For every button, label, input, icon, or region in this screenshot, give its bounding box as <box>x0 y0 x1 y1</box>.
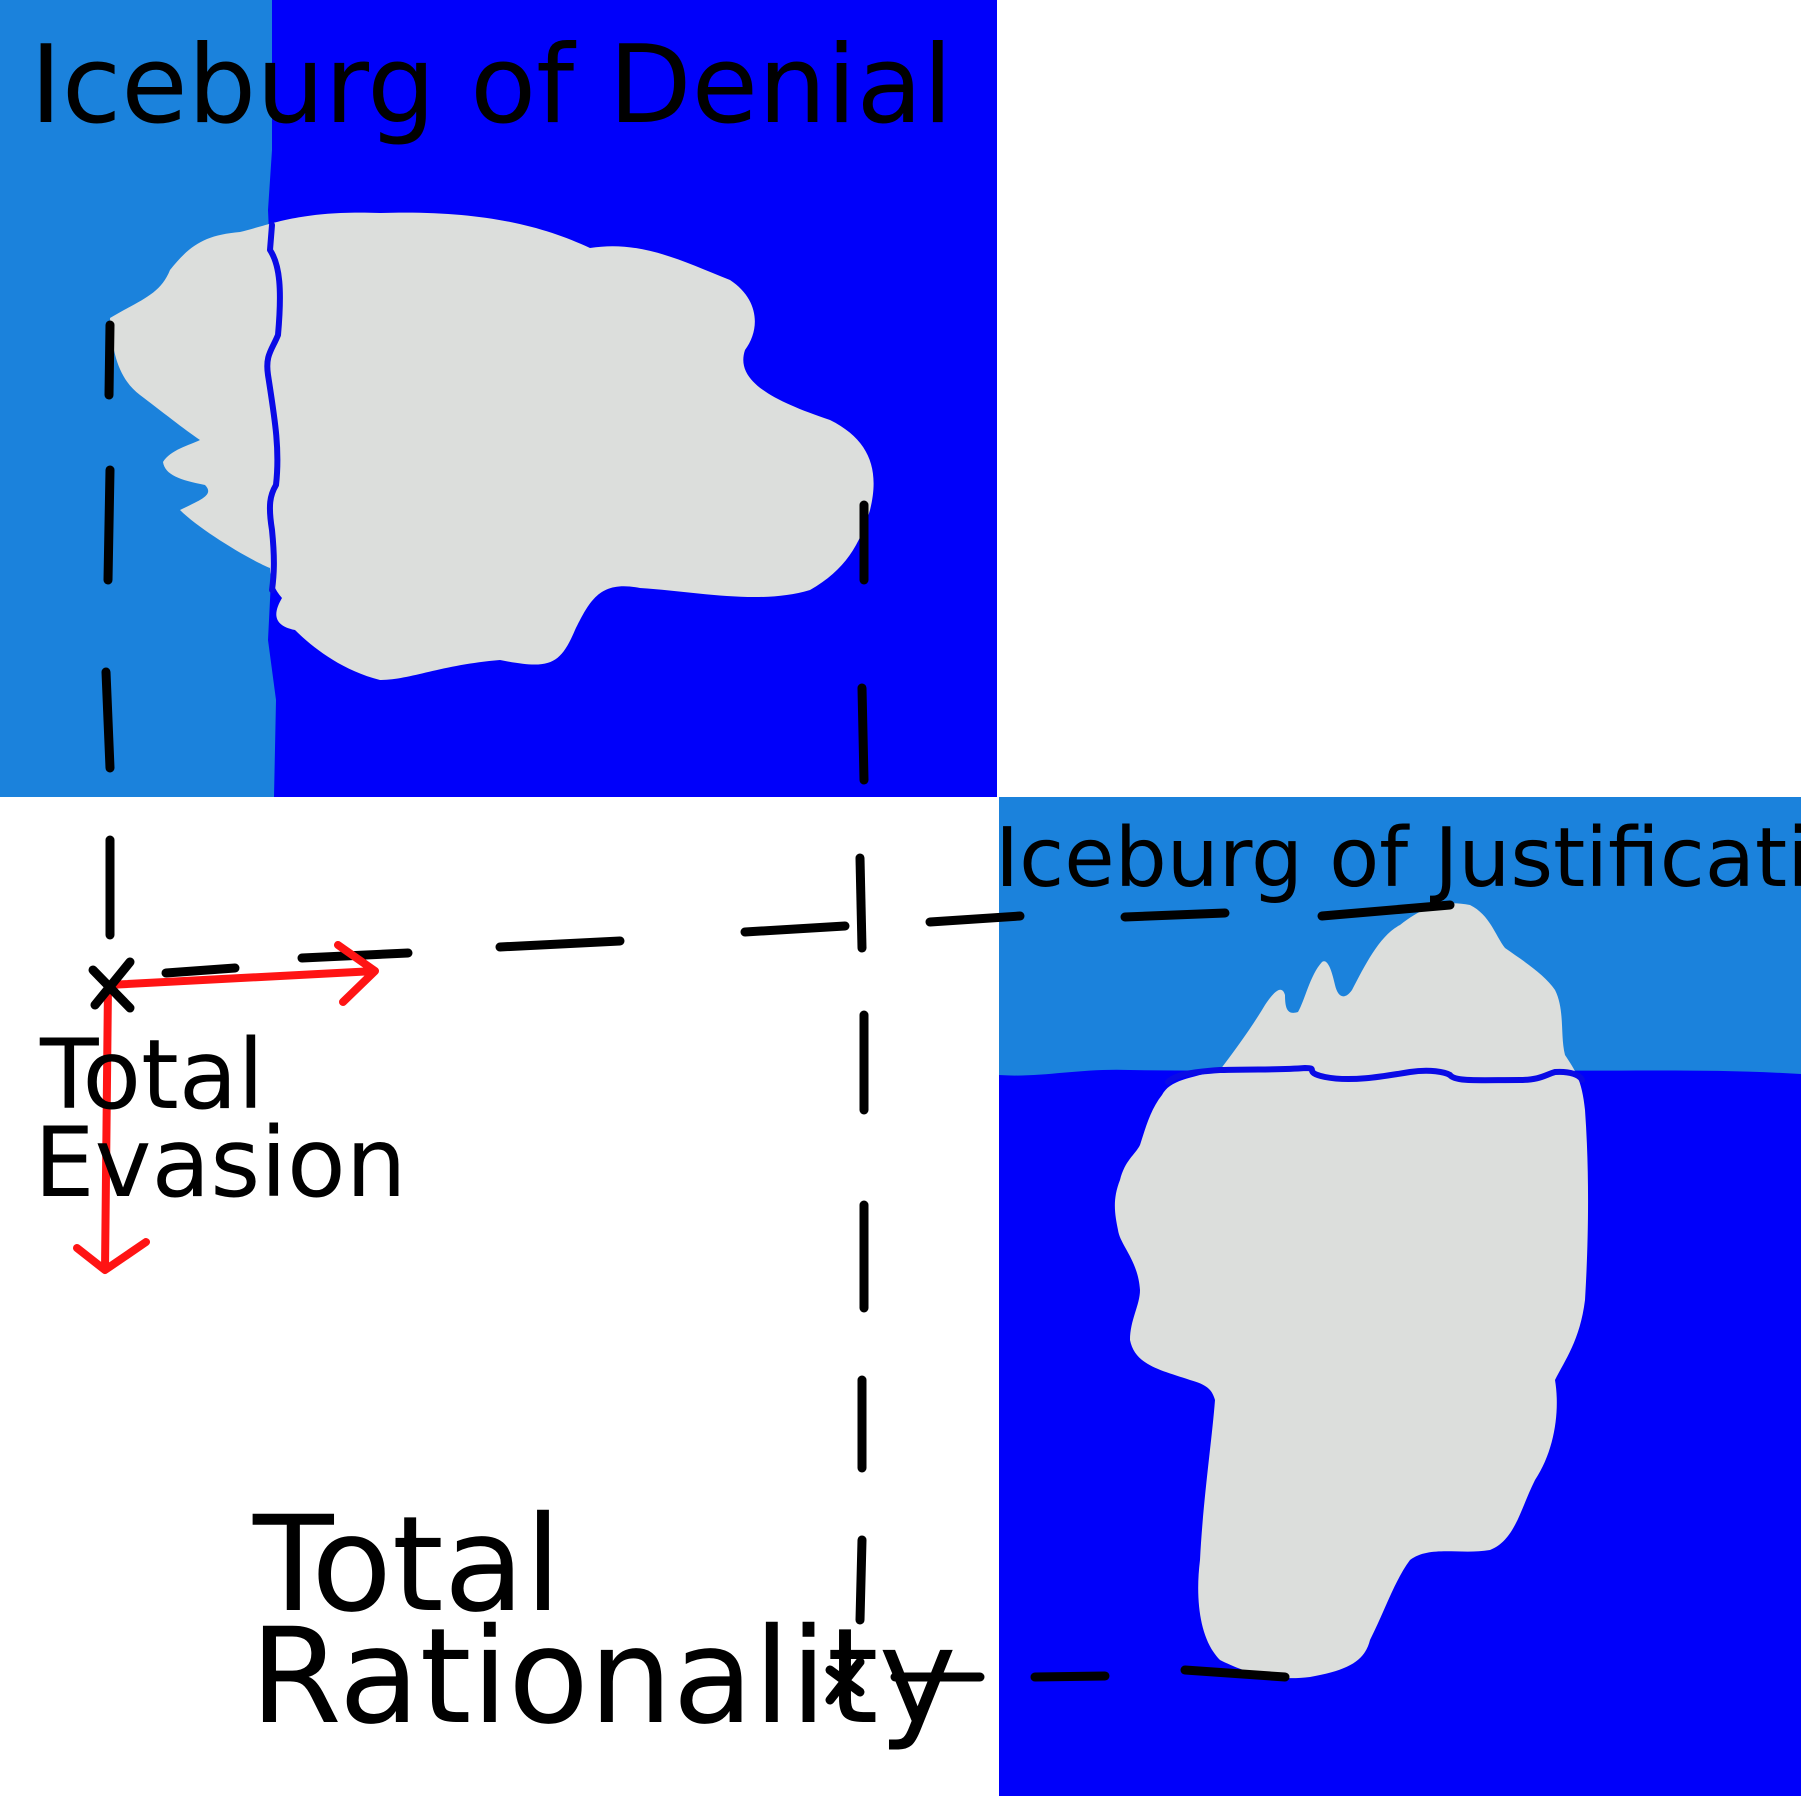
dash-left-1 <box>104 320 115 400</box>
dash-top-4 <box>740 921 850 937</box>
denial-sky <box>0 0 276 797</box>
dash-top-3 <box>495 936 625 952</box>
justification-iceberg <box>1114 903 1589 1679</box>
rationality-label-line1: Total <box>252 1488 561 1642</box>
dash-top-5 <box>925 911 1025 927</box>
denial-title: Iceburg of Denial <box>30 23 953 148</box>
rationality-point-marker <box>825 1657 865 1705</box>
evasion-label-line2: Evasion <box>34 1107 407 1219</box>
justification-waterline <box>1165 1065 1585 1085</box>
denial-iceberg <box>110 212 874 680</box>
arrow-right <box>104 941 379 1006</box>
justification-panel: Iceburg of Justification <box>995 797 1801 1796</box>
dash-left-3 <box>101 667 115 773</box>
evasion-label-line1: Total <box>39 1019 264 1131</box>
dash-mid-7 <box>855 1535 867 1625</box>
dash-top-7 <box>1317 900 1455 921</box>
dash-bottom-3 <box>1180 1665 1290 1682</box>
dashed-guides <box>101 320 1455 1682</box>
justification-title: Iceburg of Justification <box>995 811 1801 906</box>
dash-top-6 <box>1120 908 1230 922</box>
denial-panel: Iceburg of Denial <box>0 0 997 797</box>
denial-waterline <box>264 222 283 593</box>
dash-top-1 <box>161 963 240 978</box>
dash-left-2 <box>103 465 115 585</box>
dash-mid-3 <box>855 853 867 953</box>
evasion-arrows <box>73 941 379 1274</box>
arrow-down <box>73 981 150 1274</box>
dash-bottom-2 <box>1030 1671 1110 1682</box>
dash-mid-2 <box>857 683 869 785</box>
rationality-label-line2: Rationality <box>250 1600 957 1754</box>
evasion-point-marker <box>88 957 135 1013</box>
